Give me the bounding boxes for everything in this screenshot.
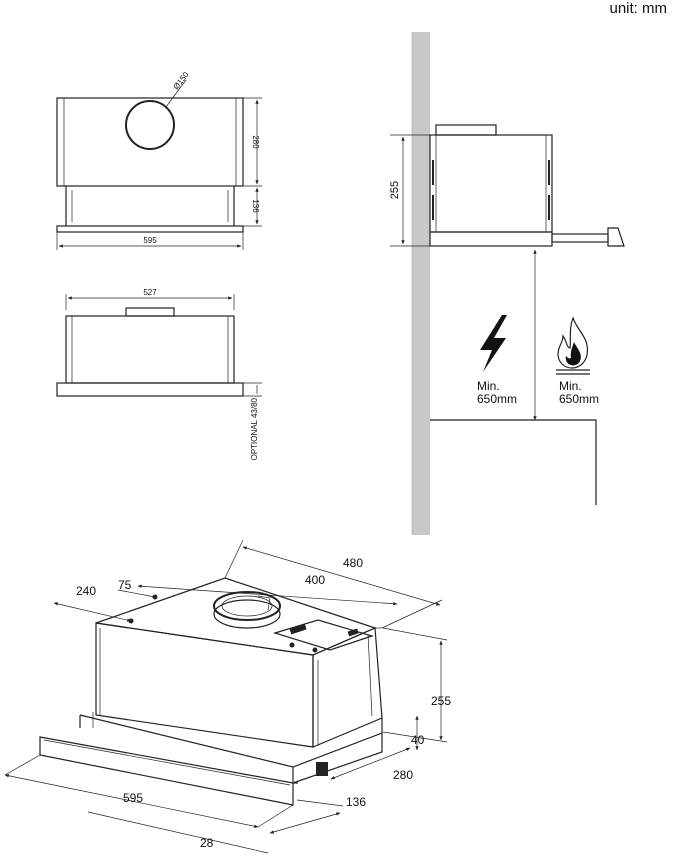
iso-duct-collar xyxy=(213,599,281,629)
iso-dim-595: 595 xyxy=(123,791,143,805)
iso-dim-136: 136 xyxy=(346,795,366,809)
cooktop-outline xyxy=(430,419,597,505)
front-hood-body xyxy=(56,97,244,187)
wall xyxy=(412,32,430,535)
electric-dist-label: 650mm xyxy=(477,392,517,406)
iso-dim-280: 280 xyxy=(393,768,413,782)
iso-right-face xyxy=(312,627,383,748)
top-hood-body xyxy=(65,315,235,384)
side-drawer-rail xyxy=(551,233,609,243)
side-hood-body xyxy=(429,134,553,233)
duct-diameter-label: Ø150 xyxy=(171,70,190,91)
top-front-panel xyxy=(56,382,244,397)
side-height-255: 255 xyxy=(389,181,401,199)
side-front-panel xyxy=(607,227,625,247)
iso-control-knob xyxy=(316,762,328,776)
gas-dist-label: 650mm xyxy=(559,392,599,406)
front-height-136: 136 xyxy=(251,199,260,213)
iso-dim-255: 255 xyxy=(431,694,451,708)
flame-icon xyxy=(556,316,590,375)
lightning-bolt-icon xyxy=(480,315,507,372)
electric-min-label: Min. xyxy=(477,379,500,393)
iso-dim-240: 240 xyxy=(76,584,96,598)
top-duct-box xyxy=(125,307,175,317)
iso-dim-400: 400 xyxy=(305,573,325,587)
iso-drawer xyxy=(79,714,383,768)
iso-dim-480: 480 xyxy=(343,556,363,570)
iso-front-face xyxy=(95,622,314,748)
diameter-leader xyxy=(165,79,187,108)
iso-dim-40: 40 xyxy=(411,733,425,747)
top-width-527: 527 xyxy=(143,288,157,297)
top-view: 527 OPTIONAL 43/80 xyxy=(56,288,262,460)
front-panel-strip xyxy=(56,225,244,233)
iso-dim-75: 75 xyxy=(118,578,132,592)
side-duct-collar xyxy=(435,124,497,136)
isometric-view: 480 400 75 240 255 40 280 136 595 28 xyxy=(4,539,451,854)
front-width-595: 595 xyxy=(143,236,157,245)
iso-front-panel xyxy=(39,736,294,806)
duct-outlet-circle xyxy=(125,100,175,150)
optional-label: OPTIONAL 43/80 xyxy=(250,397,259,460)
front-view: Ø150 280 136 595 xyxy=(56,70,262,250)
unit-label: unit: mm xyxy=(609,0,667,17)
iso-dim-28: 28 xyxy=(200,836,214,850)
side-bottom-tray xyxy=(429,231,553,247)
front-height-280: 280 xyxy=(251,135,260,149)
side-view: 255 Min. 650mm Min. 650mm xyxy=(389,32,625,535)
gas-min-label: Min. xyxy=(559,379,582,393)
